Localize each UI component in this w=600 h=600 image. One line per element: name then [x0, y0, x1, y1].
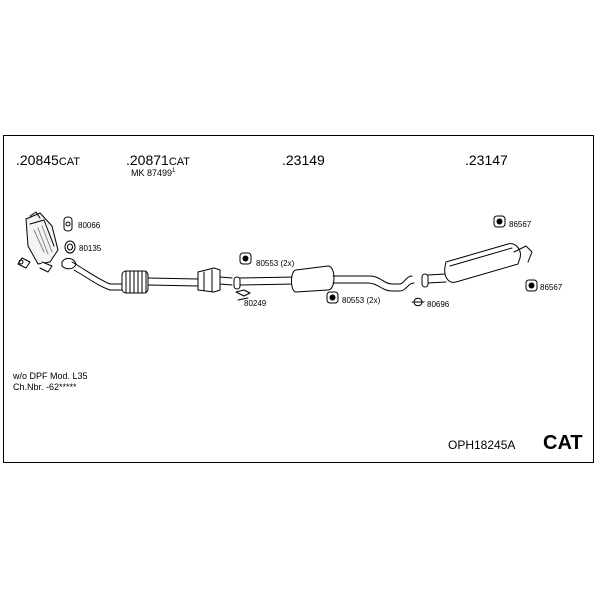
center-pipe-23149: [233, 265, 415, 293]
gasket-icon-80135: [64, 240, 76, 254]
mk-note-text: MK 87499: [131, 168, 173, 178]
mount-icon-86567-bottom: [525, 279, 538, 292]
front-pipe-20871: [61, 257, 233, 294]
accessory-label-80135: 80135: [79, 244, 102, 253]
catalytic-converter-20845: [17, 211, 59, 273]
part-number-label: .20845: [16, 152, 59, 168]
clamp-icon-80249: [235, 289, 251, 301]
part-number-suffix: CAT: [58, 156, 81, 168]
cat-label: CAT: [543, 432, 583, 454]
part-number-23147: .23147: [465, 152, 508, 168]
rear-muffler-23147: [421, 243, 533, 288]
note-model: w/o DPF Mod. L35: [13, 371, 88, 381]
accessory-label-80066: 80066: [78, 221, 101, 230]
note-chassis: Ch.Nbr. -62*****: [13, 382, 77, 392]
part-number-20845: .20845CAT: [16, 152, 80, 168]
part-number-label: .23147: [465, 152, 508, 168]
accessory-label-80553-top: 80553 (2x): [256, 259, 295, 268]
part-number-suffix: CAT: [168, 156, 191, 168]
accessory-label-86567-bottom: 86567: [540, 283, 563, 292]
mk-note-mark: 1: [172, 168, 176, 174]
diagram-frame: [3, 135, 594, 463]
accessory-label-80553-bottom: 80553 (2x): [342, 296, 381, 305]
mk-note: MK 874991: [131, 168, 175, 178]
gasket-icon-80066: [63, 216, 73, 232]
accessory-label-80249: 80249: [244, 299, 267, 308]
mount-icon-86567-top: [493, 215, 506, 228]
kit-code: OPH18245A: [448, 438, 516, 452]
part-number-label: .20871: [126, 152, 169, 168]
accessory-label-86567-top: 86567: [509, 220, 532, 229]
clamp-icon-80696: [411, 297, 425, 307]
part-number-20871: .20871CAT: [126, 152, 190, 168]
part-number-23149: .23149: [282, 152, 325, 168]
mount-icon-80553-bottom: [326, 291, 339, 304]
mount-icon-80553-top: [239, 252, 252, 265]
accessory-label-80696: 80696: [427, 300, 450, 309]
part-number-label: .23149: [282, 152, 325, 168]
